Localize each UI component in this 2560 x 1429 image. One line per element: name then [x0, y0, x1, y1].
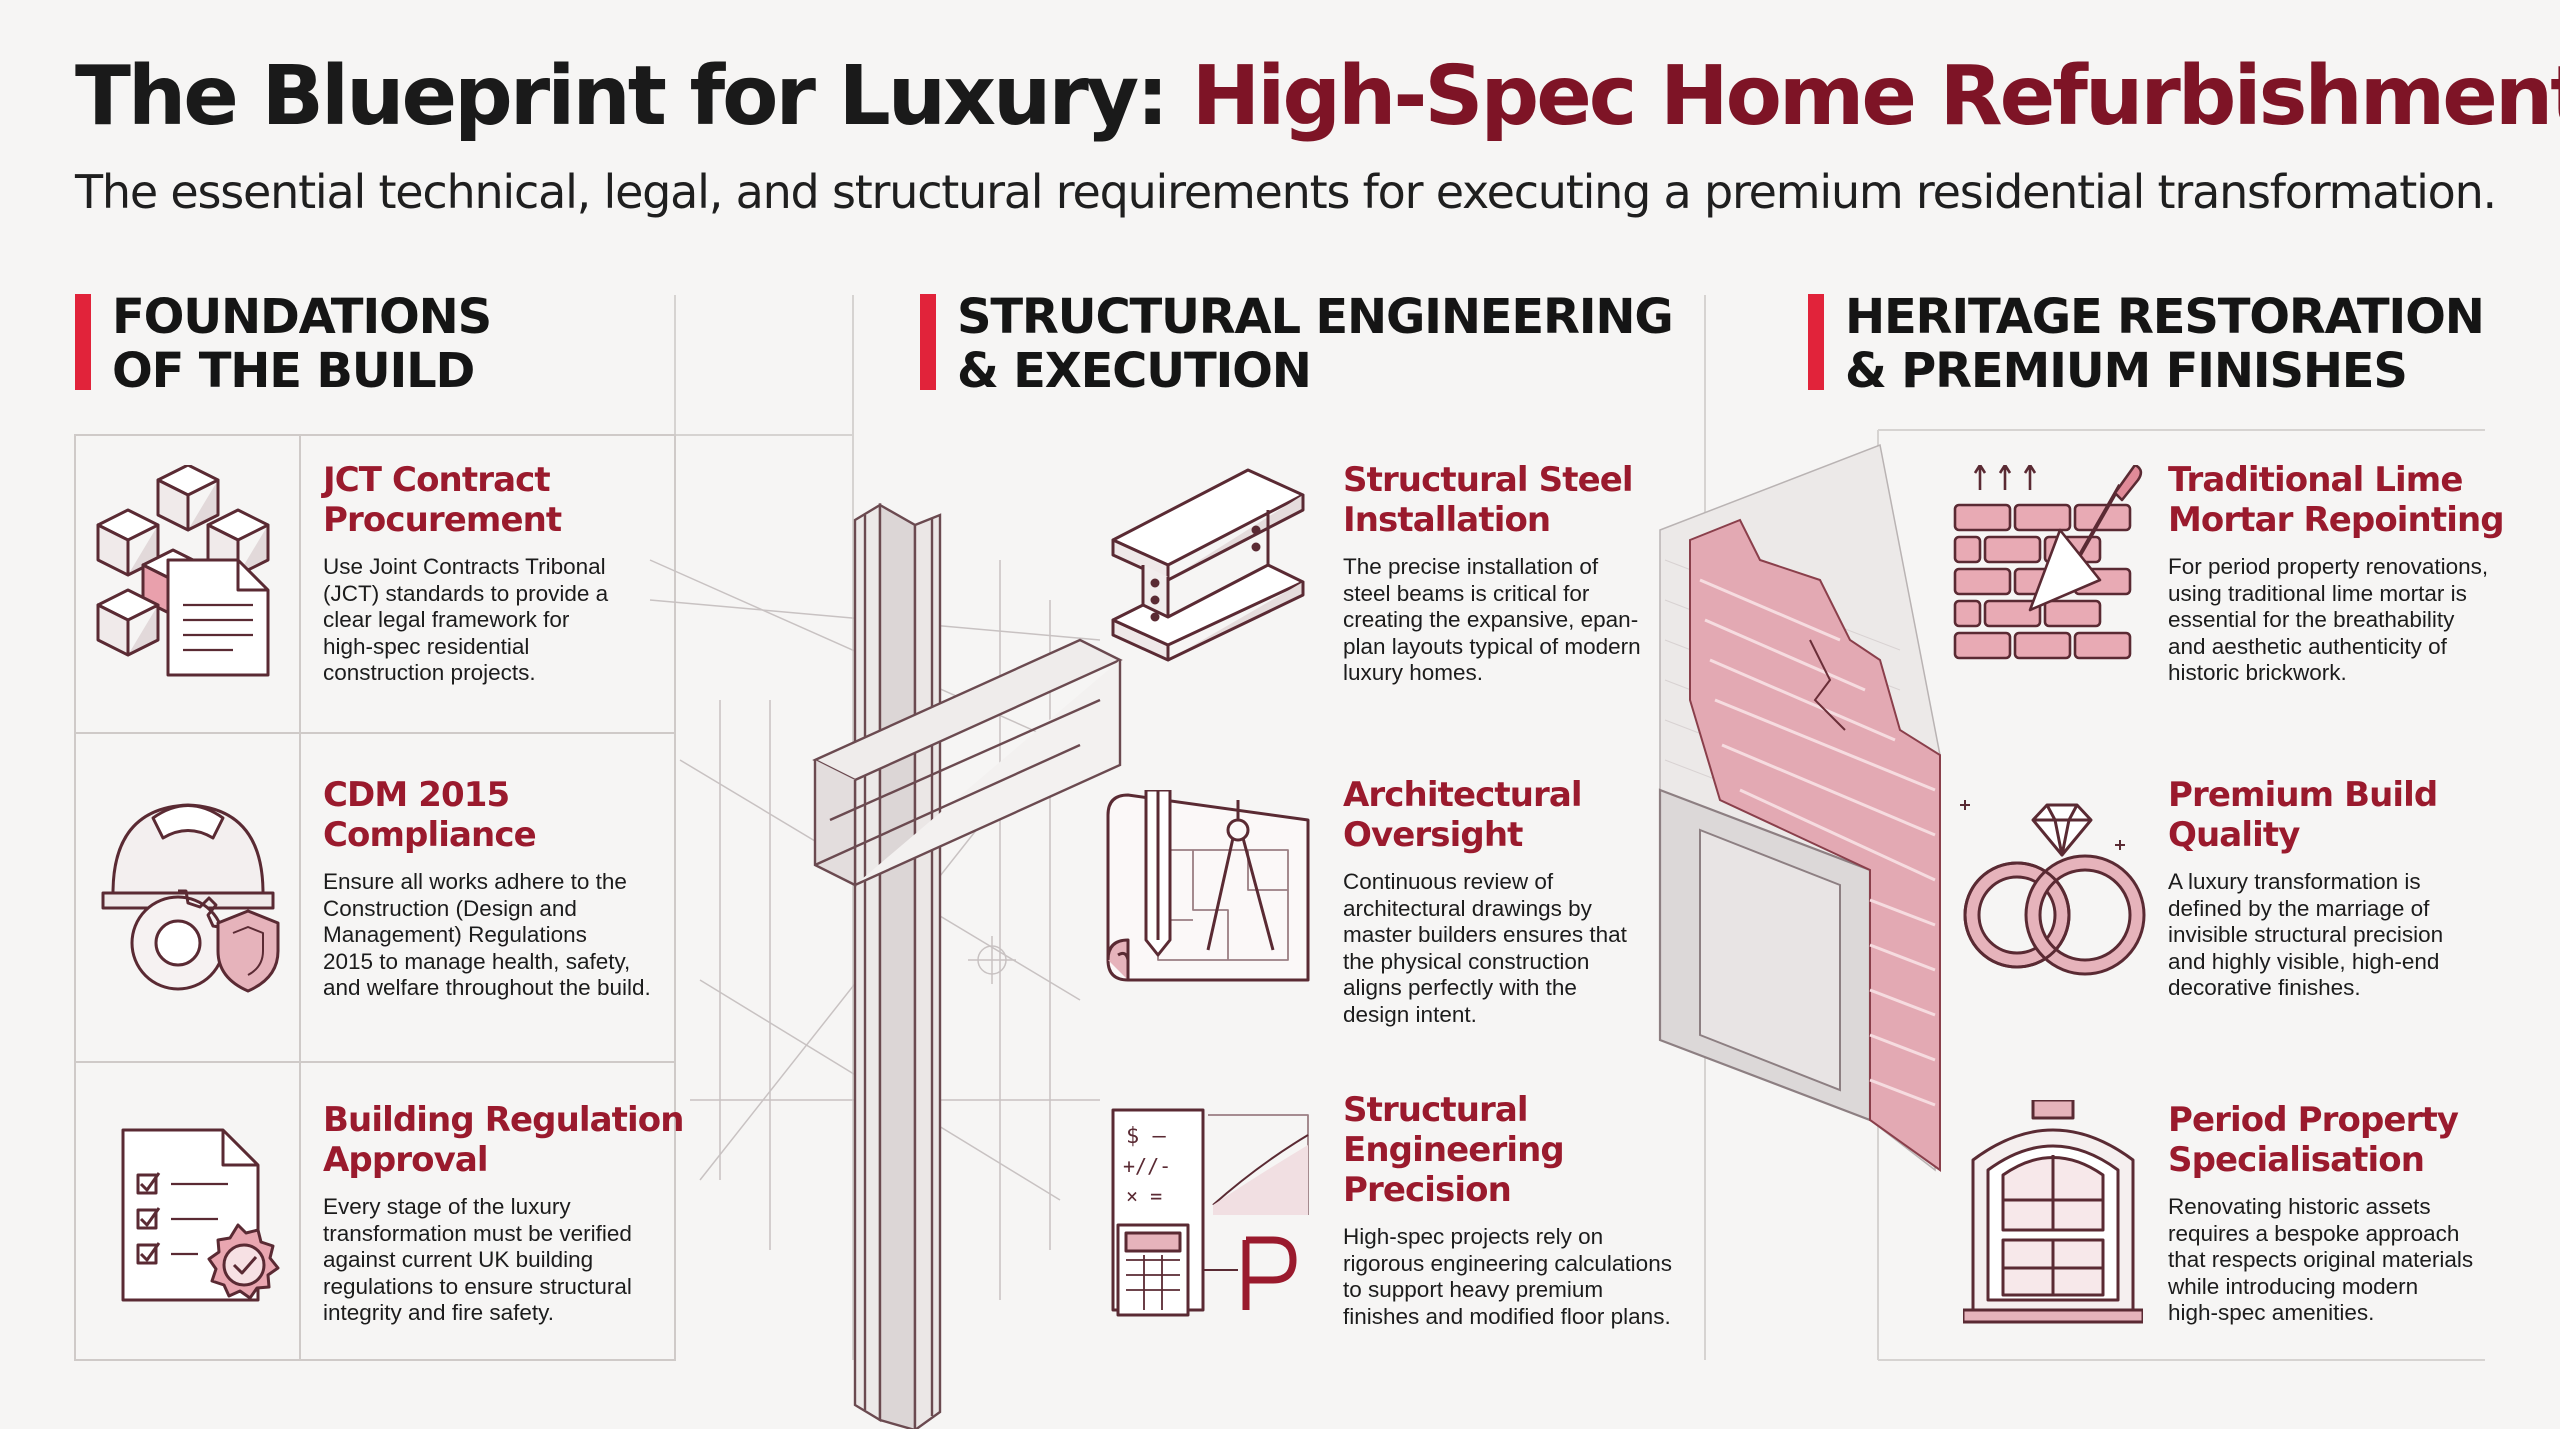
column-heading-structural: STRUCTURAL ENGINEERING & EXECUTION: [920, 290, 1674, 398]
calculations-icon: $ — +//- × =: [1111, 1108, 1309, 1317]
svg-text:$ —: $ —: [1126, 1124, 1166, 1149]
contract-cubes-icon: [96, 465, 270, 677]
steel-beam-icon: [1111, 468, 1305, 662]
drawings-compass-icon: [1106, 790, 1310, 982]
item-description: Use Joint Contracts Tribonal(JCT) standa…: [323, 554, 609, 685]
checklist-approval-icon: [121, 1128, 280, 1302]
heading-accent-bar: [920, 294, 936, 390]
column-heading-heritage: HERITAGE RESTORATION & PREMIUM FINISHES: [1808, 290, 2485, 398]
brick-wall-illustration: [1658, 443, 1941, 1172]
hardhat-gear-shield-icon: [101, 803, 280, 993]
foundations-table-frame: [74, 434, 676, 1361]
page-subtitle: The essential technical, legal, and stru…: [75, 165, 2497, 219]
sash-window-icon: [1963, 1100, 2143, 1324]
page-title: The Blueprint for Luxury: High-Spec Home…: [75, 49, 2560, 144]
item-description: For period property renovations,using tr…: [2168, 554, 2489, 685]
svg-text:× =: × =: [1126, 1184, 1162, 1208]
rings-diamond-icon: [1960, 800, 2146, 976]
heading-accent-bar: [75, 294, 91, 390]
brick-trowel-icon: [1953, 465, 2143, 660]
heading-accent-bar: [1808, 294, 1824, 390]
svg-text:+//-: +//-: [1123, 1154, 1171, 1178]
steel-frame-illustration: [649, 502, 1123, 1429]
column-heading-foundations: FOUNDATIONS OF THE BUILD: [75, 290, 492, 398]
